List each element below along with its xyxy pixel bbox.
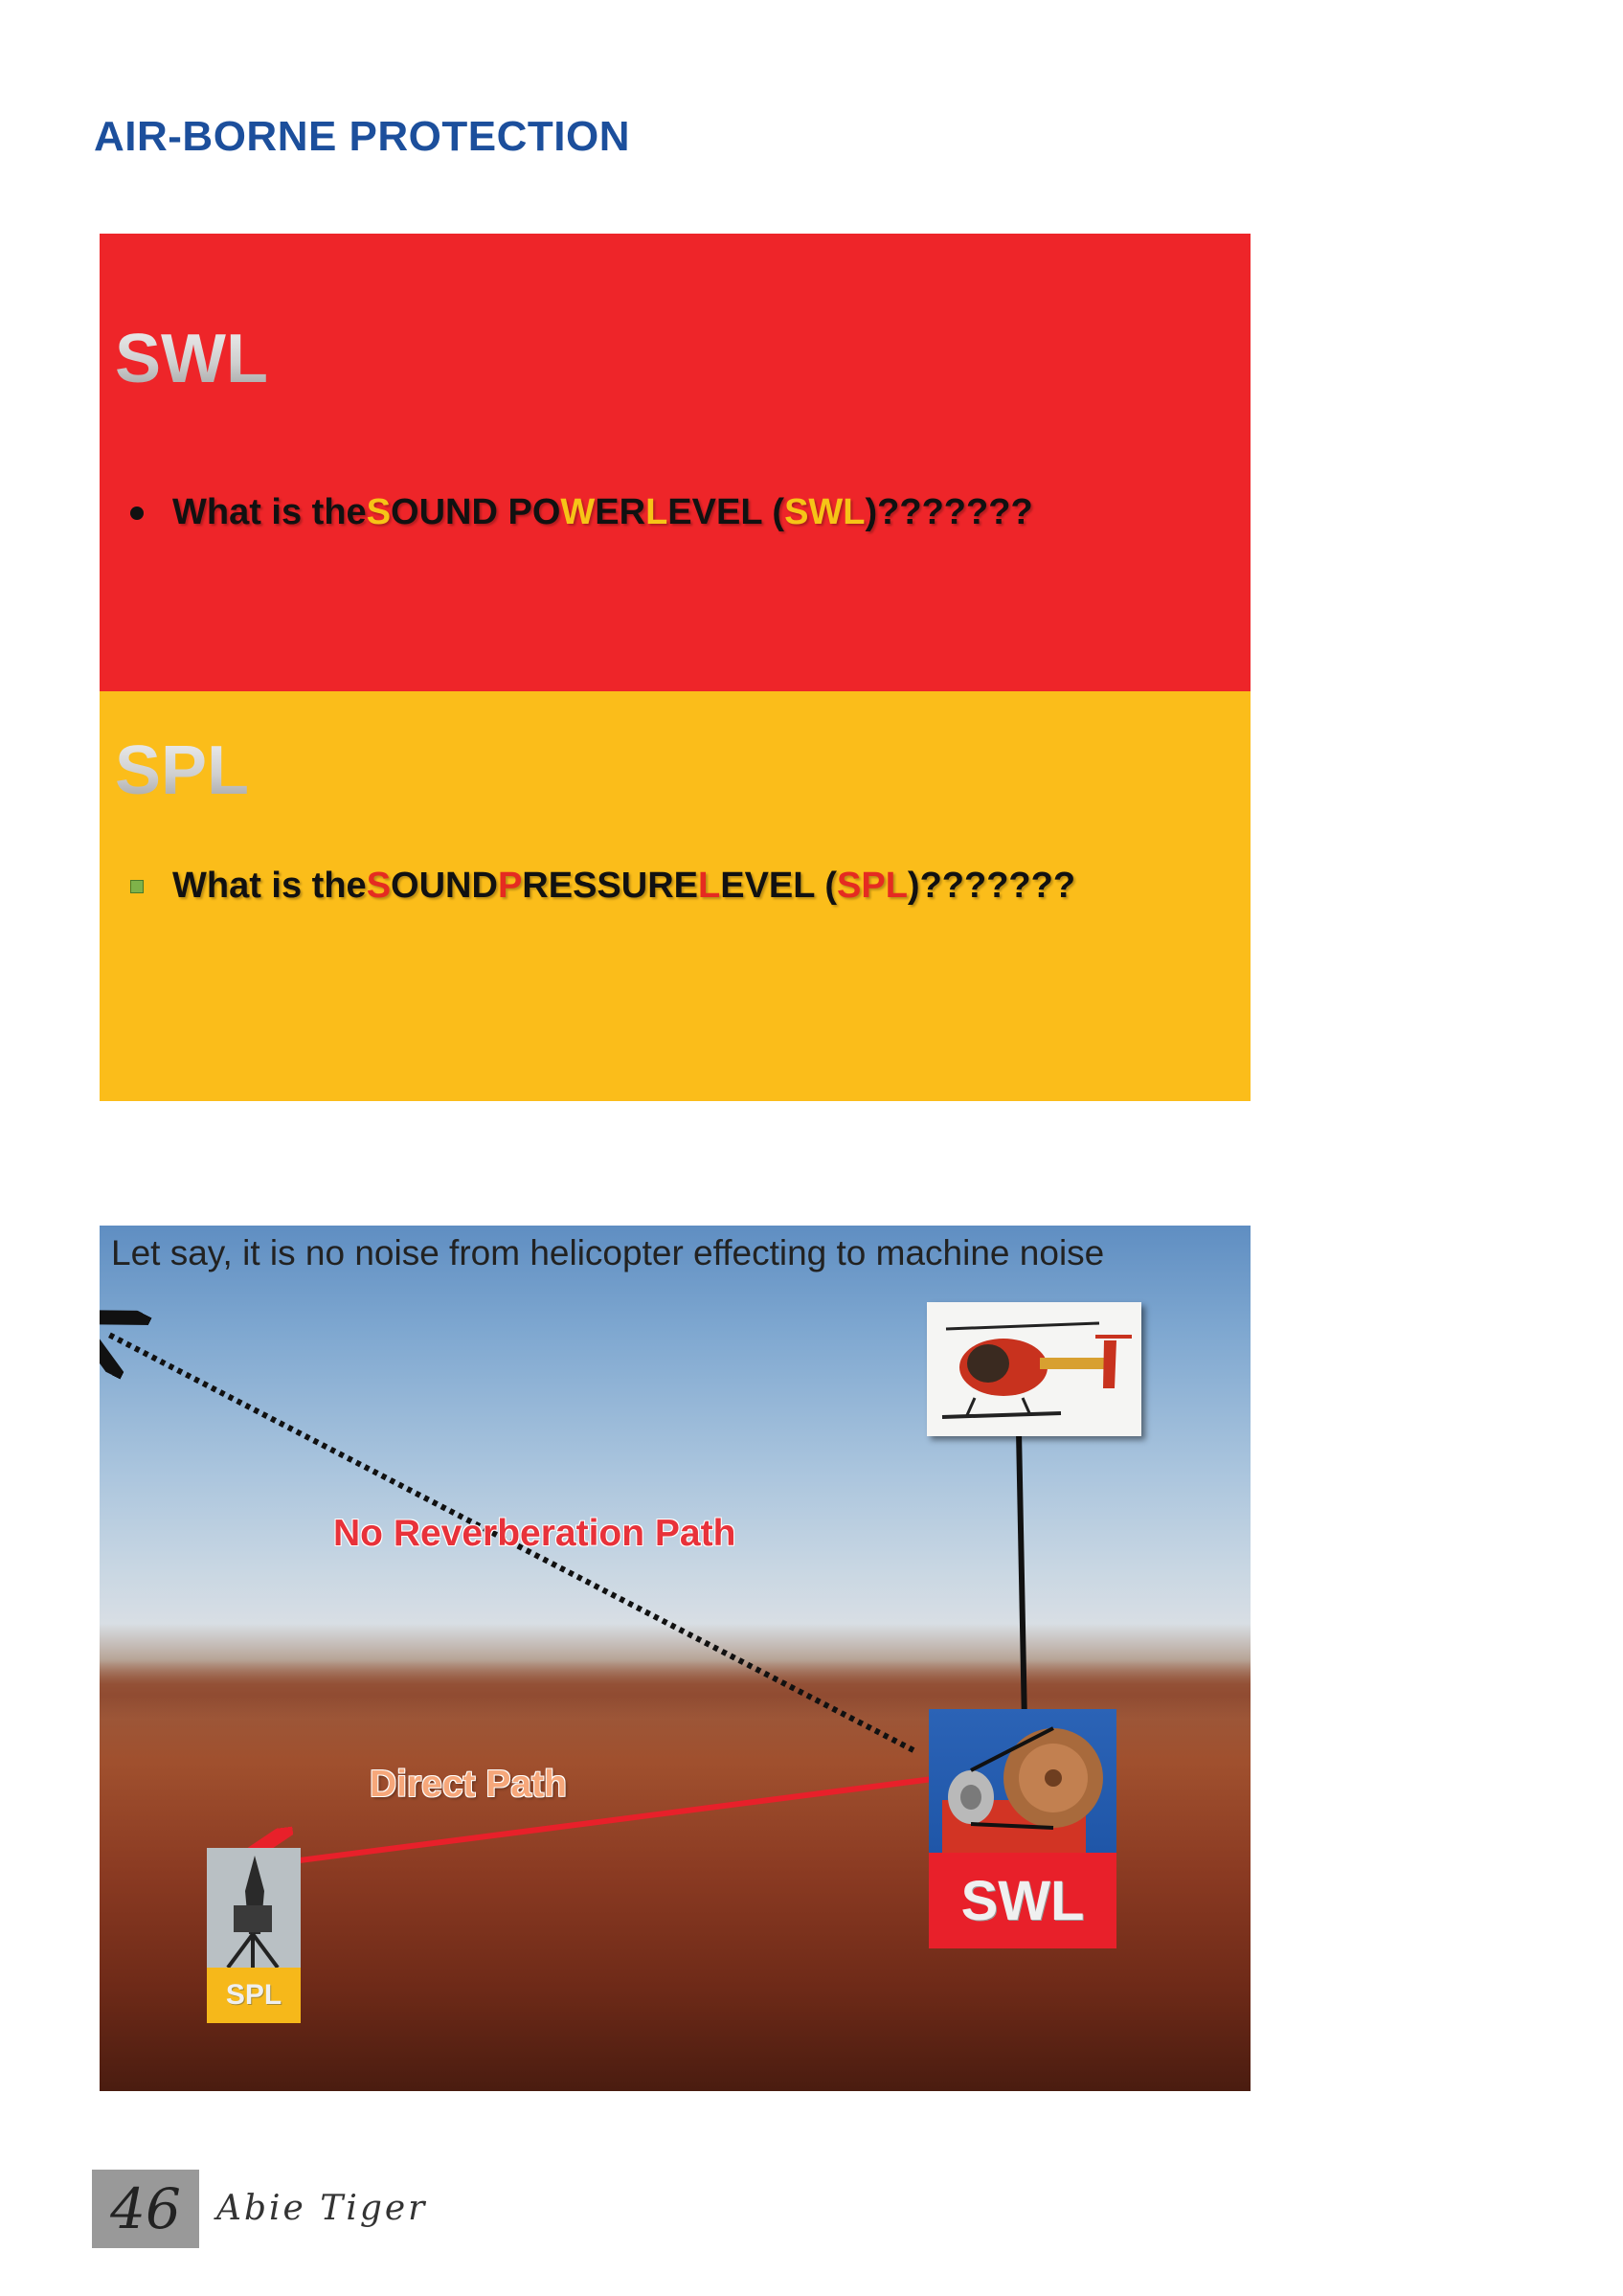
bullet-square-icon (130, 879, 144, 893)
swl-label-box: SWL (929, 1853, 1116, 1948)
helicopter-link-line (1016, 1430, 1027, 1724)
spl-q-part: )??????? (907, 866, 1076, 906)
direct-path-label: Direct Path (370, 1764, 567, 1805)
helicopter-icon (941, 1321, 1132, 1419)
reverb-path-label: No Reverberation Path (333, 1513, 736, 1554)
reverb-path-line (105, 1333, 915, 1753)
spl-slide: SPL What is the S OUND P RESSURE L EVEL … (100, 691, 1251, 1101)
bullet-dot-icon (130, 506, 144, 520)
swl-q-highlight: S (366, 492, 392, 532)
spl-q-part: RESSURE (522, 866, 699, 906)
spl-q-part: EVEL ( (720, 866, 838, 906)
swl-q-highlight: W (560, 492, 596, 532)
machine-icon (942, 1726, 1103, 1853)
direct-path-line (262, 1775, 941, 1865)
spl-q-part: OUND (391, 866, 498, 906)
swl-slide-title: SWL (115, 321, 268, 397)
spl-q-highlight: L (698, 866, 721, 906)
spl-q-highlight: P (497, 866, 523, 906)
path-arrows (100, 1226, 1027, 2091)
sound-path-illustration: Let say, it is no noise from helicopter … (100, 1226, 1251, 2091)
microphone-icon (226, 1856, 280, 1970)
swl-q-part: ER (595, 492, 646, 532)
spl-q-highlight: S (366, 866, 392, 906)
spl-label-box: SPL (207, 1968, 301, 2023)
swl-q-part: EVEL ( (667, 492, 785, 532)
illustration-caption: Let say, it is no noise from helicopter … (111, 1233, 1105, 1272)
spl-receiver-label: SPL (225, 1979, 282, 2011)
page-number: 46 (110, 2176, 181, 2241)
swl-q-highlight: L (645, 492, 668, 532)
page-number-box: 46 (92, 2170, 199, 2248)
swl-q-part: OUND PO (391, 492, 561, 532)
spl-q-highlight: SPL (837, 866, 908, 906)
swl-source-label: SWL (960, 1869, 1085, 1932)
helicopter-image (927, 1302, 1141, 1436)
swl-question: What is the S OUND PO W ER L EVEL ( SWL … (130, 492, 1033, 533)
swl-slide: SWL What is the S OUND PO W ER L EVEL ( … (100, 234, 1251, 691)
spl-slide-title: SPL (115, 732, 250, 809)
swl-q-highlight: SWL (784, 492, 866, 532)
spl-q-part: What is the (172, 866, 367, 906)
page-heading: AIR-BORNE PROTECTION (94, 113, 630, 160)
machine-image (929, 1709, 1116, 1853)
swl-q-part: What is the (172, 492, 367, 532)
author-signature: Abie Tiger (216, 2189, 428, 2228)
spl-question: What is the S OUND P RESSURE L EVEL ( SP… (130, 866, 1075, 907)
microphone-image (207, 1848, 301, 1970)
swl-q-part: )??????? (865, 492, 1033, 532)
